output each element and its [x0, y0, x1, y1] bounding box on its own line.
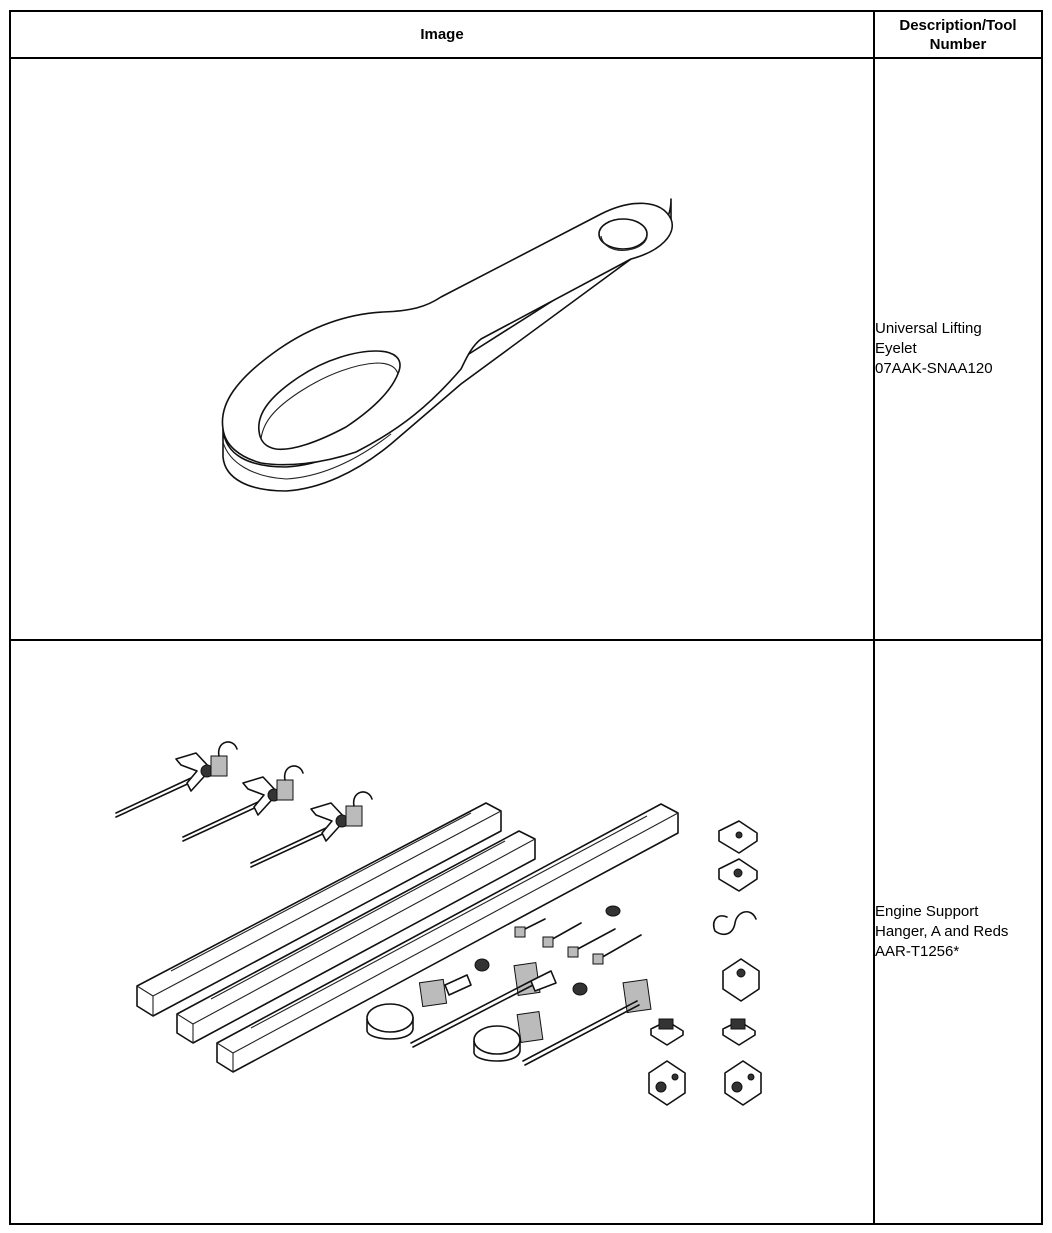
description-cell-engine-support-hanger: Engine Support Hanger, A and Reds AAR-T1…: [873, 639, 1043, 1225]
s-hook: [712, 911, 757, 936]
engine-support-hanger-drawing: [115, 741, 762, 1106]
support-bar-2: [176, 830, 536, 1044]
rod-plate-1: [410, 962, 557, 1048]
puck-2: [473, 1025, 521, 1062]
support-bar-1: [136, 802, 502, 1017]
block-3: [724, 1060, 762, 1106]
description-line: Universal Lifting: [875, 320, 982, 337]
description-line: Hanger, A and Reds: [875, 923, 1009, 940]
nut-plate-1: [650, 1018, 684, 1046]
hook-bolt-2: [182, 765, 304, 842]
clip-1: [718, 820, 758, 854]
description-cell-lifting-eyelet: Universal Lifting Eyelet 07AAK-SNAA120: [873, 57, 1043, 641]
description-line: Eyelet: [875, 340, 917, 357]
support-bar-3: [216, 803, 679, 1073]
header-image: Image: [9, 10, 875, 59]
nut-plate-2: [722, 1018, 756, 1046]
header-description: Description/Tool Number: [873, 10, 1043, 59]
header-description-line1: Description/Tool: [899, 16, 1017, 34]
hook-bolt-3: [250, 791, 373, 868]
small-bolts: [474, 905, 642, 996]
clip-2: [718, 858, 758, 892]
header-description-line2: Number: [929, 35, 987, 53]
puck-1: [366, 1003, 414, 1040]
table-row: Engine Support Hanger, A and Reds AAR-T1…: [9, 639, 1043, 1225]
block-1: [722, 958, 760, 1002]
tool-table: Image Description/Tool Number: [9, 10, 1043, 1225]
block-2: [648, 1060, 686, 1106]
tool-number: 07AAK-SNAA120: [875, 360, 993, 377]
rod-plate-2: [516, 978, 652, 1066]
header-row: Image Description/Tool Number: [9, 10, 1043, 59]
image-cell-engine-support-hanger: [9, 639, 875, 1225]
description-line: Engine Support: [875, 903, 979, 920]
lifting-eyelet-drawing: [221, 198, 673, 492]
image-cell-lifting-eyelet: [9, 57, 875, 641]
hook-bolt-1: [115, 741, 238, 818]
tool-number: AAR-T1256*: [875, 943, 960, 960]
table-row: Universal Lifting Eyelet 07AAK-SNAA120: [9, 57, 1043, 641]
